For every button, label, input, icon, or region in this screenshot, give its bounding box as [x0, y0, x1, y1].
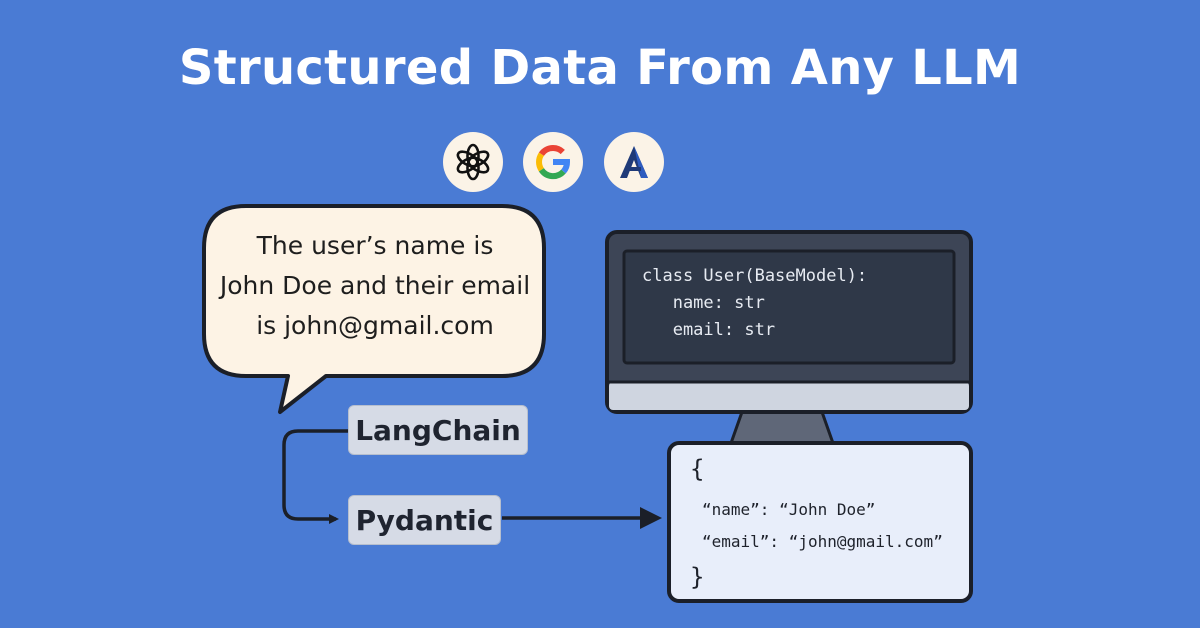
- json-close-brace: }: [690, 563, 705, 591]
- flow-connector: [282, 429, 348, 524]
- code-line: name: str: [642, 293, 765, 313]
- pydantic-label: Pydantic: [348, 495, 501, 545]
- code-line: class User(BaseModel):: [642, 266, 868, 286]
- openai-logo-icon: [443, 132, 503, 192]
- bubble-text: The user’s name is John Doe and their em…: [210, 226, 540, 346]
- json-email-line: “email”: “john@gmail.com”: [702, 532, 943, 551]
- page-title: Structured Data From Any LLM: [178, 40, 1022, 96]
- monitor: [605, 230, 973, 448]
- json-open-brace: {: [690, 455, 705, 483]
- speech-bubble: [202, 204, 546, 414]
- bubble-line: John Doe and their email: [219, 271, 531, 300]
- langchain-label: LangChain: [348, 405, 528, 455]
- json-card: [667, 441, 973, 603]
- code-line: email: str: [642, 320, 776, 340]
- google-logo-icon: [523, 132, 583, 192]
- anthropic-logo-icon: [604, 132, 664, 192]
- json-name-line: “name”: “John Doe”: [702, 500, 876, 519]
- bubble-line: is john@gmail.com: [256, 311, 494, 340]
- bubble-line: The user’s name is: [256, 231, 494, 260]
